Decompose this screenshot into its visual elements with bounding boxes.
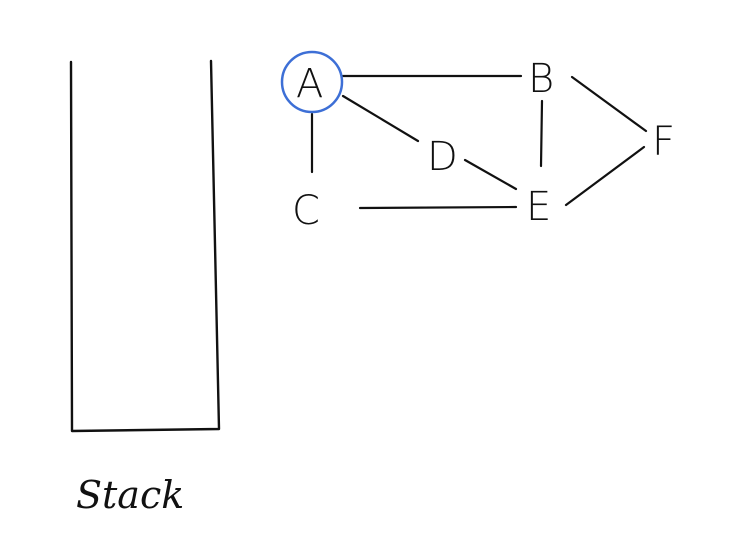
edge-d-e (463, 158, 518, 191)
edge-c-e (358, 205, 518, 210)
stack-label: Stack (76, 473, 184, 517)
node-b: B (528, 56, 554, 102)
edge-e-f (564, 145, 646, 207)
stack-container (69, 59, 221, 433)
stack-outline (69, 59, 221, 433)
edge-b-f (570, 75, 648, 133)
edge-a-d (341, 94, 420, 143)
graph-nodes: A B C D E F (292, 56, 675, 234)
node-c: C (292, 188, 320, 234)
node-e: E (526, 184, 551, 230)
node-d: D (427, 134, 458, 180)
node-f: F (652, 119, 675, 165)
edge-b-e (539, 99, 544, 168)
node-a: A (296, 61, 323, 107)
graph-edges (310, 74, 648, 210)
node-a-highlight-circle (280, 50, 344, 114)
